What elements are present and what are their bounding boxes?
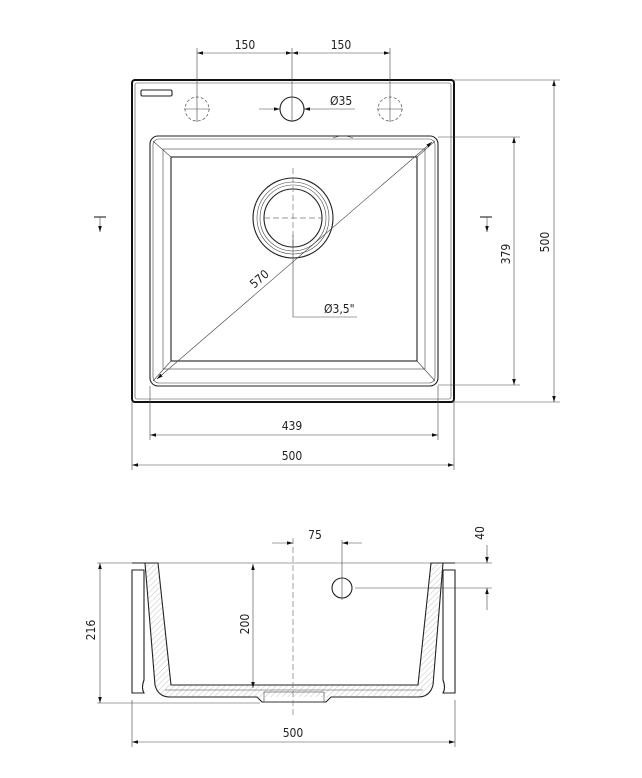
bowl-rim-inner <box>152 138 436 384</box>
dim-total-height: 216 <box>84 620 98 641</box>
sink-inner-edge <box>134 82 452 400</box>
bowl-rim <box>149 135 439 387</box>
drain-fitting <box>263 691 325 703</box>
dim-tap-hole-diameter: Ø35 <box>330 94 352 108</box>
section-marker-left <box>94 216 106 232</box>
bowl-floor <box>170 156 418 362</box>
bowl-inner-wall <box>132 562 455 686</box>
section-view: 75 40 216 200 500 <box>84 526 492 747</box>
dim-bowl-depth: 200 <box>238 614 252 635</box>
dim-overflow-height: 40 <box>473 526 487 540</box>
dim-diagonal: 570 <box>247 267 272 291</box>
section-marker-right <box>480 216 492 232</box>
countertop-left <box>131 569 145 694</box>
logo-plate <box>140 89 173 97</box>
bowl-outer-wall <box>144 562 444 703</box>
drain-leader <box>292 235 357 318</box>
dim-section-width: 500 <box>283 726 304 740</box>
dim-tap-right-spacing: 150 <box>331 38 352 52</box>
dim-bowl-length: 379 <box>499 244 513 265</box>
dim-drain-diameter: Ø3,5" <box>324 302 355 316</box>
dim-overall-length: 500 <box>538 232 552 253</box>
dim-tap-left-spacing: 150 <box>235 38 256 52</box>
overflow-slot <box>332 135 354 139</box>
dim-bowl-width: 439 <box>282 419 303 433</box>
dim-overall-width: 500 <box>282 449 303 463</box>
dim-line-diagonal <box>156 141 433 380</box>
dim-overflow-offset: 75 <box>308 528 322 542</box>
countertop-right <box>442 569 456 694</box>
sink-outline <box>131 79 455 403</box>
top-view: 150 150 Ø35 570 Ø3,5" 379 500 439 500 <box>94 38 560 470</box>
